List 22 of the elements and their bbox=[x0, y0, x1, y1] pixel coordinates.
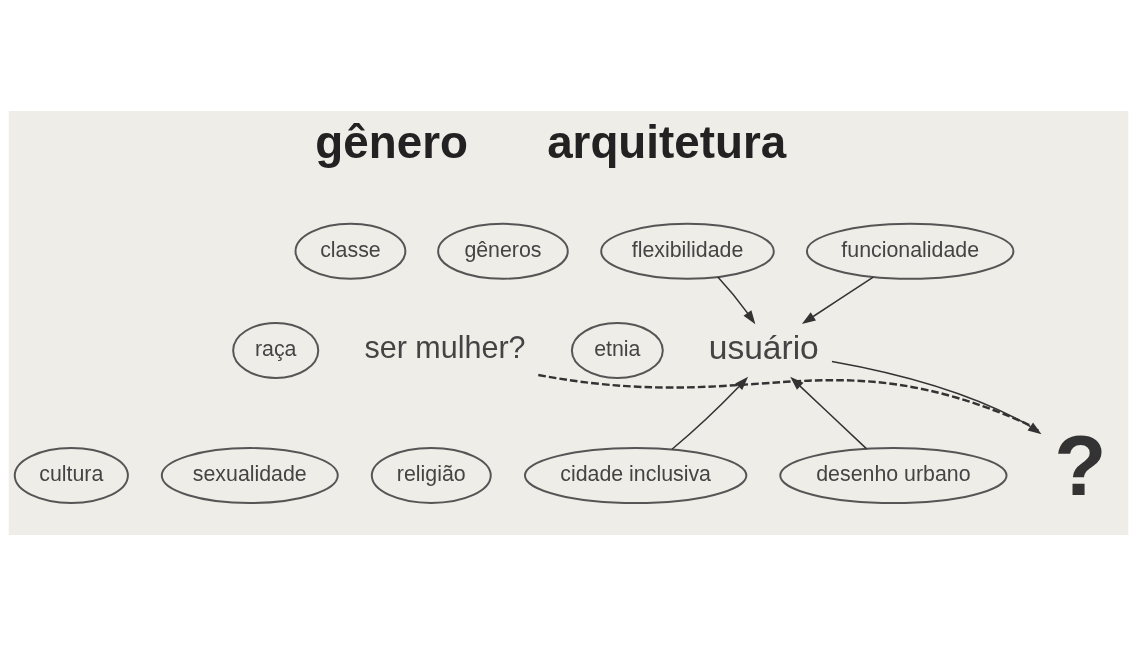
arrow bbox=[831, 360, 1042, 434]
node-ellipse: etnia bbox=[570, 321, 664, 379]
node-ellipse: flexibilidade bbox=[600, 222, 775, 280]
node-ellipse: classe bbox=[294, 222, 407, 280]
arrow bbox=[717, 275, 756, 324]
arrow bbox=[671, 376, 749, 450]
node-ellipse: gêneros bbox=[437, 222, 569, 280]
label: gênero bbox=[315, 116, 468, 168]
node-ellipse: desenho urbano bbox=[779, 446, 1008, 504]
node-text: ? bbox=[1054, 417, 1107, 513]
connector bbox=[538, 373, 1041, 433]
node-ellipse: religião bbox=[370, 446, 492, 504]
node-ellipse: raça bbox=[232, 321, 320, 379]
node-ellipse: sexualidade bbox=[160, 446, 339, 504]
arrow bbox=[801, 275, 874, 324]
node-text: usuário bbox=[708, 328, 819, 366]
node-text: ser mulher? bbox=[364, 329, 526, 364]
node-ellipse: cultura bbox=[13, 446, 129, 504]
node-ellipse: cidade inclusiva bbox=[523, 446, 748, 504]
label: arquitetura bbox=[547, 116, 787, 168]
node-ellipse: funcionalidade bbox=[805, 222, 1015, 280]
arrow bbox=[790, 376, 868, 450]
